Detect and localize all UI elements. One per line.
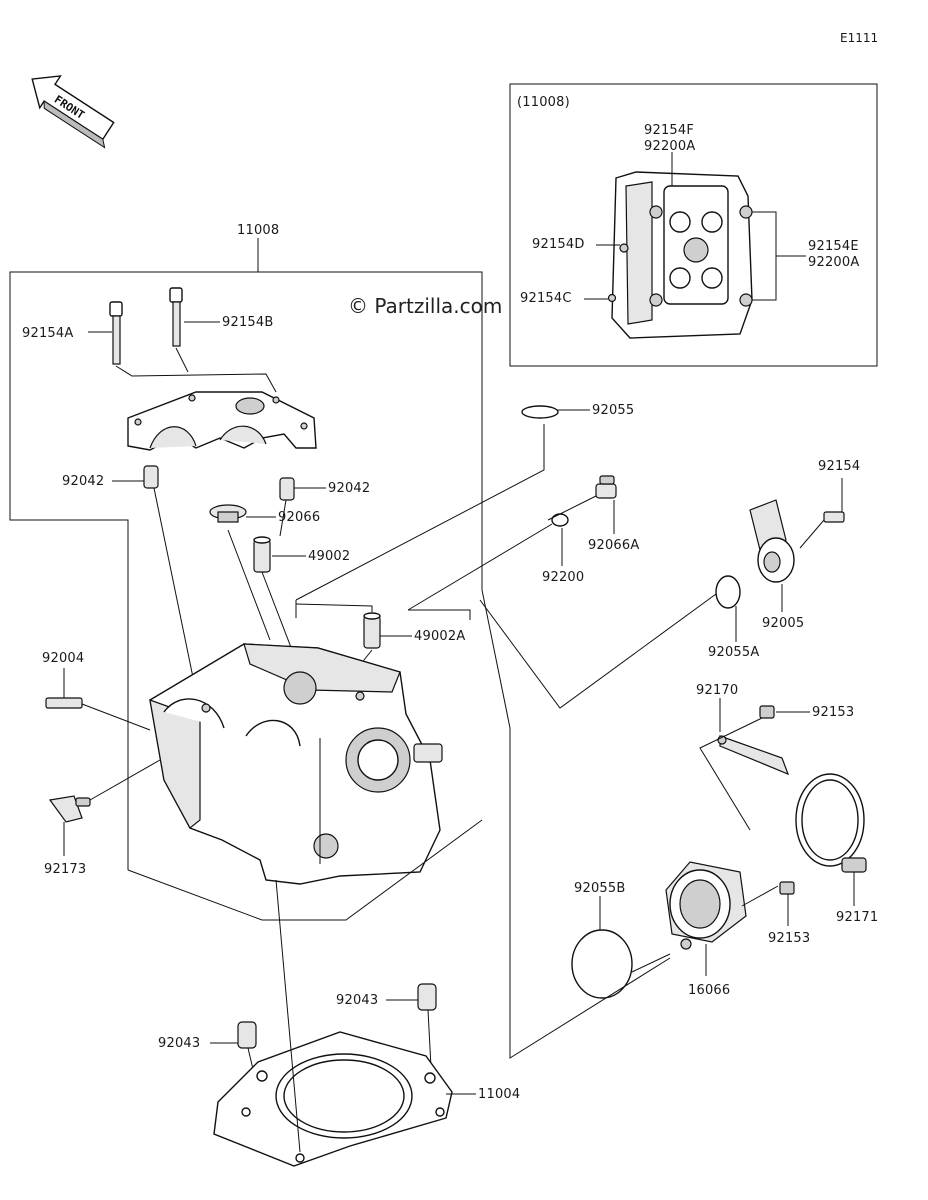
inset-label-92154c: 92154C (520, 291, 572, 306)
bolt-92154a-icon (109, 301, 123, 365)
plug-92066a-icon (595, 475, 617, 499)
inset-box (509, 83, 878, 367)
inset-label-92200a-right: 92200A (808, 255, 859, 270)
diagram-code: E1111 (840, 31, 878, 45)
label-92066: 92066 (278, 510, 320, 525)
screw-92153-bottom-icon (779, 881, 795, 895)
screw-92153-top-icon (759, 705, 775, 719)
label-92171: 92171 (836, 910, 878, 925)
label-92066a: 92066A (588, 538, 639, 553)
label-11008: 11008 (237, 223, 279, 238)
label-92004: 92004 (42, 651, 84, 666)
label-16066: 16066 (688, 983, 730, 998)
label-92055b: 92055B (574, 881, 625, 896)
stud-bolt-92004-icon (45, 697, 83, 709)
label-92042-right: 92042 (328, 481, 370, 496)
tube-49002a-icon (363, 612, 381, 649)
label-92055a: 92055A (708, 645, 759, 660)
bolt-92154-icon (823, 511, 845, 523)
head-gasket-11004-icon (213, 1031, 453, 1167)
watermark: © Partzilla.com (348, 294, 502, 318)
o-ring-92055a-icon (715, 575, 741, 609)
label-92170: 92170 (696, 683, 738, 698)
label-92153-top: 92153 (812, 705, 854, 720)
label-92043-left: 92043 (158, 1036, 200, 1051)
tube-49002-icon (253, 536, 271, 573)
inset-label-92200a-top: 92200A (644, 139, 695, 154)
dowel-92043-left-icon (237, 1021, 257, 1049)
inset-cylinder-head-top-view (607, 171, 753, 339)
o-ring-92055-icon (521, 405, 559, 419)
label-92154a: 92154A (22, 326, 73, 341)
front-arrow-icon: FRONT (31, 75, 115, 149)
label-92005: 92005 (762, 616, 804, 631)
inset-label-92154f: 92154F (644, 123, 694, 138)
inset-label-92154d: 92154D (532, 237, 585, 252)
o-ring-92055b-icon (571, 929, 633, 999)
label-92055: 92055 (592, 403, 634, 418)
insulator-16066-icon (665, 861, 747, 950)
label-92173: 92173 (44, 862, 86, 877)
label-92154: 92154 (818, 459, 860, 474)
cylinder-head-icon (149, 643, 443, 885)
label-11004: 11004 (478, 1087, 520, 1102)
label-92153-bottom: 92153 (768, 931, 810, 946)
clamp-92173-icon (48, 795, 91, 823)
label-92042-left: 92042 (62, 474, 104, 489)
dowel-92043-right-icon (417, 983, 437, 1011)
label-92154b: 92154B (222, 315, 273, 330)
inset-label-92154e: 92154E (808, 239, 859, 254)
plug-92066-icon (209, 504, 247, 523)
bolt-92154b-icon (169, 287, 183, 347)
dowel-92042-right-icon (279, 477, 295, 501)
dowel-92042-left-icon (143, 465, 159, 489)
label-49002: 49002 (308, 549, 350, 564)
label-92043-right: 92043 (336, 993, 378, 1008)
label-92200: 92200 (542, 570, 584, 585)
clamp-band-92171-icon (795, 773, 867, 873)
plate-92170-icon (717, 735, 790, 776)
inset-title: (11008) (517, 95, 570, 110)
label-49002a: 49002A (414, 629, 465, 644)
camshaft-holder-icon (127, 391, 317, 451)
water-fitting-92005-icon (749, 499, 795, 583)
washer-92200-icon (551, 513, 569, 527)
